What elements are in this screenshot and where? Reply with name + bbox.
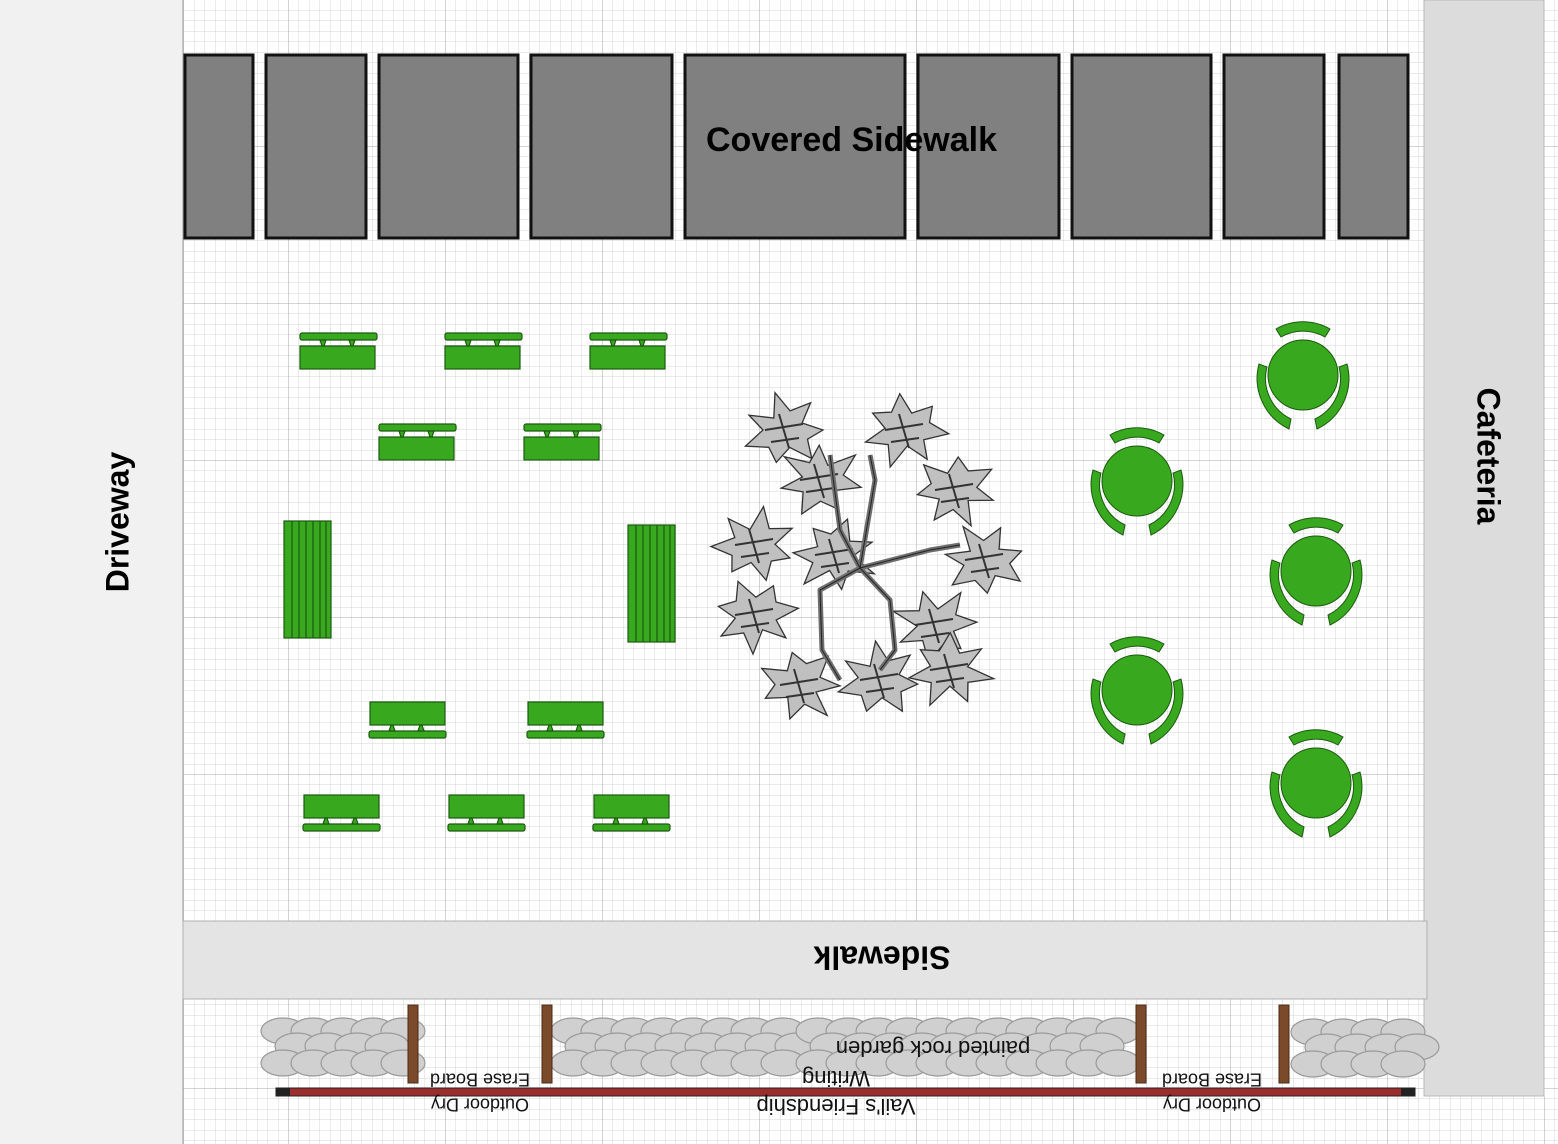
benches [283,520,676,643]
covered-sidewalk [183,53,1410,240]
picnic-tables-bottom [302,701,671,832]
covered-panel [1222,53,1326,240]
round-table-icon [1269,729,1363,838]
covered-panel [529,53,674,240]
tree-leaf-vein [914,608,954,644]
friendship-line-2: Writing [801,1066,871,1091]
board-post-icon [1278,1004,1290,1084]
picnic-table-icon [378,423,457,461]
round-table-icon [1090,427,1184,536]
covered-panel [264,53,368,240]
friendship-line-1: Vail's Friendship [756,1094,916,1119]
round-table-icon [1090,636,1184,745]
picnic-table-icon [299,332,378,370]
tree-leaf-cluster [863,392,951,469]
picnic-table-icon [302,794,381,832]
round-table-icon [1269,517,1363,626]
tree-leaf-vein [859,663,899,699]
covered-panel [377,53,520,240]
tree-leaf-cluster [716,580,801,656]
covered-panel [916,53,1061,240]
picnic-table-icon [592,794,671,832]
board-posts [407,1004,1290,1084]
tree-leaf-vein [884,413,924,449]
tree-icon [709,390,1023,721]
tree-leaf-cluster [915,455,995,528]
rock-icon [1380,1050,1426,1078]
tree-leaf-cluster [760,651,843,721]
board-post-icon [407,1004,419,1084]
picnic-table-icon [447,794,526,832]
picnic-tables-top [299,332,668,461]
board-post-icon [541,1004,553,1084]
tree-leaf-cluster [709,504,794,582]
rock-icon [1095,1049,1141,1077]
sidewalk-label: Sidewalk [813,939,951,976]
rock-garden-label: painted rock garden [835,1036,1031,1061]
round-table-icon [1256,321,1350,430]
picnic-table-icon [368,701,447,739]
tree-leaf-vein [734,598,774,634]
tree-leaf-vein [734,528,774,564]
bench-icon [627,524,676,643]
tree-leaf-cluster [907,631,997,707]
sidewalk [182,920,1428,1000]
picnic-table-icon [526,701,605,739]
tree-leaf-vein [934,473,974,509]
board-right-line-1: Outdoor Dry [1162,1094,1262,1115]
picnic-table-icon [589,332,668,370]
covered-panel [683,53,907,240]
board-right-line-2: Erase Board [1161,1069,1263,1090]
cafeteria-building [1423,0,1545,1097]
covered-panel [183,53,255,240]
driveway-label: Driveway [99,451,136,593]
tree-leaf-vein [929,653,969,689]
tree-leaf-vein [764,413,804,449]
board-post-icon [1135,1004,1147,1084]
board-left-line-1: Outdoor Dry [430,1094,530,1115]
tree-leaf-vein [964,543,1004,579]
covered-panel [1337,53,1410,240]
picnic-table-icon [523,423,602,461]
board-left-line-2: Erase Board [429,1069,531,1090]
cafeteria-label: Cafeteria [1470,387,1507,525]
covered-panel [1070,53,1213,240]
friendship-rail [275,1087,1416,1097]
tree-leaf-vein [779,668,819,704]
covered-sidewalk-label: Covered Sidewalk [706,121,998,159]
tree-leaf-vein [814,538,854,574]
round-tables [1090,321,1363,838]
picnic-table-icon [444,332,523,370]
bench-icon [283,520,332,639]
